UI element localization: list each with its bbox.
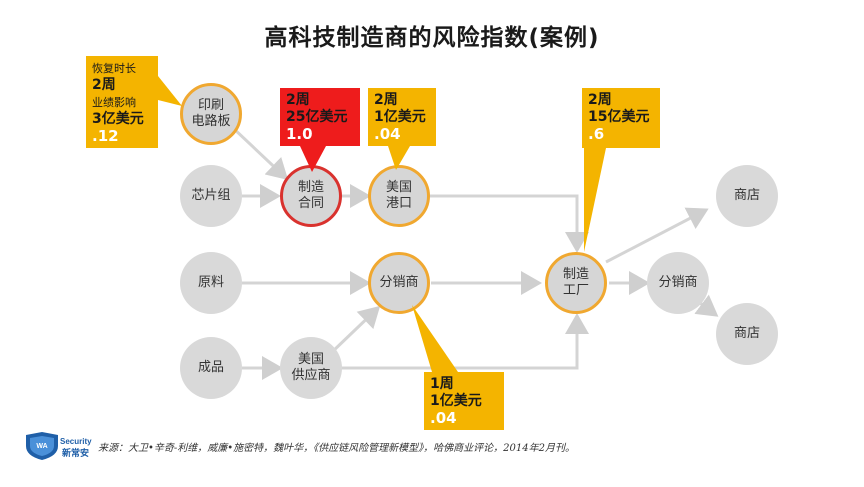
node-raw-material: 原料 — [180, 252, 242, 314]
edge-port-factory — [420, 194, 589, 253]
svg-text:新常安: 新常安 — [62, 447, 89, 459]
node-chipset: 芯片组 — [180, 165, 242, 227]
source-citation: 来源：大卫•辛奇-利维，威廉•施密特，魏叶华，《供应链风险管理新模型》，哈佛商业… — [98, 442, 575, 454]
edge-factory-store1 — [605, 207, 709, 264]
node-distributor-2: 分销商 — [647, 252, 709, 314]
callout-distributor: 1周 1亿美元 .04 — [424, 372, 504, 430]
shield-icon: WA Security 新常安 — [26, 432, 92, 460]
risk-index-distributor: .04 — [430, 409, 457, 427]
pointer-port — [388, 146, 410, 170]
callout-us-port: 2周 1亿美元 .04 — [368, 88, 436, 146]
risk-index-contract: 1.0 — [286, 125, 313, 143]
pointer-contract — [300, 146, 326, 172]
edge-pcb-contract — [230, 125, 289, 181]
pointer-distributor — [412, 305, 458, 372]
node-pcb: 印刷电路板 — [180, 83, 242, 145]
edge-distributor2-store2 — [694, 294, 719, 317]
page-title: 高科技制造商的风险指数(案例) — [264, 25, 600, 51]
risk-index-factory: .6 — [588, 125, 605, 143]
node-store-2: 商店 — [716, 303, 778, 365]
edge-supplier-factory — [340, 313, 589, 370]
callout-pcb: 恢复时长 2周 业绩影响 3亿美元 .12 — [86, 56, 158, 148]
pointer-factory — [584, 148, 606, 252]
node-us-supplier: 美国供应商 — [280, 337, 342, 399]
node-distributor: 分销商 — [368, 252, 430, 314]
callout-contract-manufacturer: 2周 25亿美元 1.0 — [280, 88, 360, 146]
node-finished-goods: 成品 — [180, 337, 242, 399]
svg-text:Security: Security — [60, 437, 92, 446]
risk-index-pcb: .12 — [92, 127, 119, 145]
svg-text:WA: WA — [36, 443, 47, 450]
node-us-port: 美国港口 — [368, 165, 430, 227]
node-factory: 制造工厂 — [545, 252, 607, 314]
node-store-1: 商店 — [716, 165, 778, 227]
callout-factory: 2周 15亿美元 .6 — [582, 88, 660, 148]
pointer-pcb — [158, 76, 182, 106]
wasecurity-logo: WA Security 新常安 — [24, 432, 94, 460]
risk-index-port: .04 — [374, 125, 401, 143]
footer: WA Security 新常安 来源：大卫•辛奇-利维，威廉•施密特，魏叶华，《… — [24, 432, 575, 460]
edge-supplier-distributor — [329, 305, 381, 355]
